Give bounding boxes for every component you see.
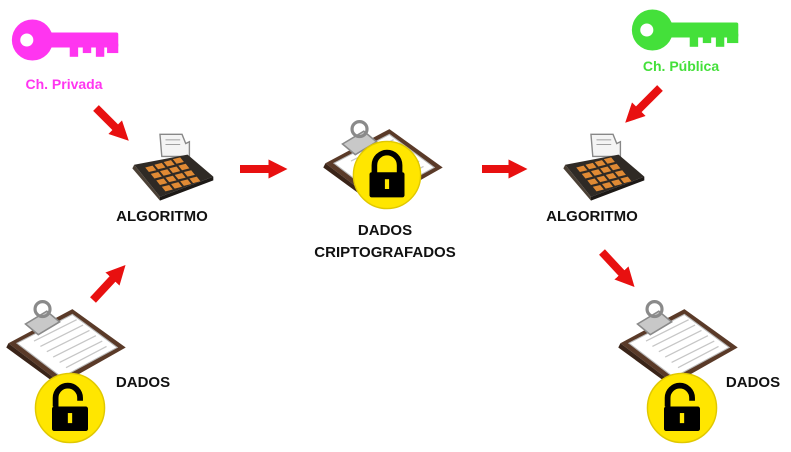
output-data-lock (646, 372, 718, 444)
algorithm-left-label: ALGORITMO (116, 208, 208, 225)
algorithm-left (125, 132, 217, 202)
encrypted-label-line2: CRIPTOGRAFADOS (314, 244, 456, 261)
public-key-label: Ch. Pública (642, 58, 720, 74)
input-data-label: DADOS (115, 374, 171, 391)
encrypted-lock (352, 140, 422, 210)
arrow-private-key-to-algorithm (93, 105, 129, 141)
encrypted-label-line1: DADOS (357, 222, 413, 239)
arrow-public-key-to-algorithm (625, 85, 663, 123)
calculator-icon (125, 132, 217, 202)
output-data-label: DADOS (725, 374, 781, 391)
calculator-icon (556, 132, 648, 202)
arrow-data-to-algorithm (90, 264, 126, 303)
algorithm-right-label: ALGORITMO (546, 208, 638, 225)
unlocked-padlock-icon (34, 372, 106, 444)
locked-padlock-icon (352, 140, 422, 210)
unlocked-padlock-icon (646, 372, 718, 444)
private-key-label: Ch. Privada (25, 76, 103, 92)
algorithm-right (556, 132, 648, 202)
arrow-algorithm-to-output (599, 249, 635, 288)
input-data-lock (34, 372, 106, 444)
